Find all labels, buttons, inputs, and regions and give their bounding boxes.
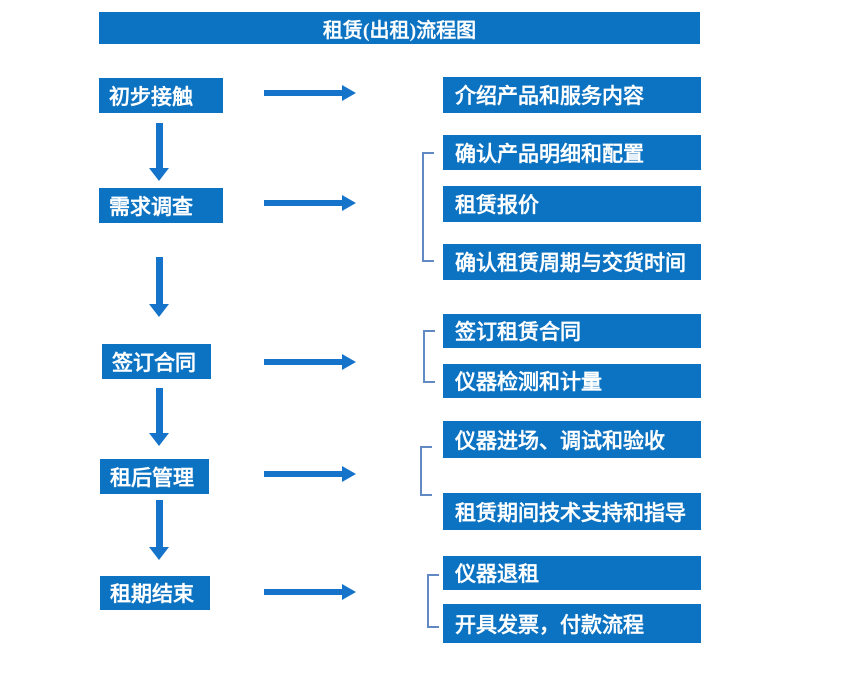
right-arrow-icon — [264, 354, 356, 370]
step-demand-survey: 需求调查 — [99, 188, 223, 223]
arrow-head — [342, 354, 356, 370]
step-rental-end: 租期结束 — [100, 576, 210, 610]
group-bracket — [423, 330, 435, 383]
step-post-rental-management: 租后管理 — [100, 459, 209, 494]
arrow-shaft — [156, 123, 163, 169]
down-arrow-icon — [149, 123, 170, 181]
step-sign-contract: 签订合同 — [102, 344, 211, 379]
arrow-head — [149, 547, 169, 560]
step-initial-contact: 初步接触 — [99, 78, 223, 113]
arrow-shaft — [264, 471, 342, 477]
arrow-head — [149, 168, 169, 181]
down-arrow-icon — [149, 388, 170, 446]
arrow-head — [149, 304, 169, 317]
arrow-head — [342, 85, 356, 101]
group-bracket — [422, 152, 434, 262]
arrow-shaft — [264, 589, 342, 595]
down-arrow-icon — [149, 257, 170, 317]
arrow-head — [342, 584, 356, 600]
arrow-shaft — [264, 200, 342, 206]
arrow-head — [342, 466, 356, 482]
right-arrow-icon — [264, 195, 356, 211]
detail-tech-support: 租赁期间技术支持和指导 — [443, 493, 701, 530]
detail-invoice-payment: 开具发票，付款流程 — [443, 604, 701, 643]
flowchart-title: 租赁(出租)流程图 — [99, 12, 700, 44]
arrow-shaft — [264, 359, 342, 365]
detail-confirm-product-config: 确认产品明细和配置 — [443, 135, 701, 170]
detail-rental-quote: 租赁报价 — [443, 186, 701, 222]
right-arrow-icon — [264, 466, 356, 482]
detail-sign-rental-contract: 签订租赁合同 — [443, 314, 701, 348]
arrow-head — [342, 195, 356, 211]
arrow-shaft — [156, 257, 163, 305]
detail-confirm-period-delivery: 确认租赁周期与交货时间 — [443, 244, 701, 280]
detail-instrument-setup-acceptance: 仪器进场、调试和验收 — [443, 421, 701, 458]
arrow-shaft — [264, 90, 342, 96]
group-bracket — [420, 446, 432, 496]
right-arrow-icon — [264, 584, 356, 600]
arrow-head — [149, 433, 169, 446]
down-arrow-icon — [149, 500, 170, 560]
arrow-shaft — [156, 500, 163, 548]
right-arrow-icon — [264, 85, 356, 101]
detail-introduce-products: 介绍产品和服务内容 — [443, 77, 701, 113]
group-bracket — [427, 574, 439, 628]
arrow-shaft — [156, 388, 163, 434]
detail-instrument-inspection: 仪器检测和计量 — [443, 364, 701, 398]
detail-instrument-return: 仪器退租 — [443, 556, 701, 590]
